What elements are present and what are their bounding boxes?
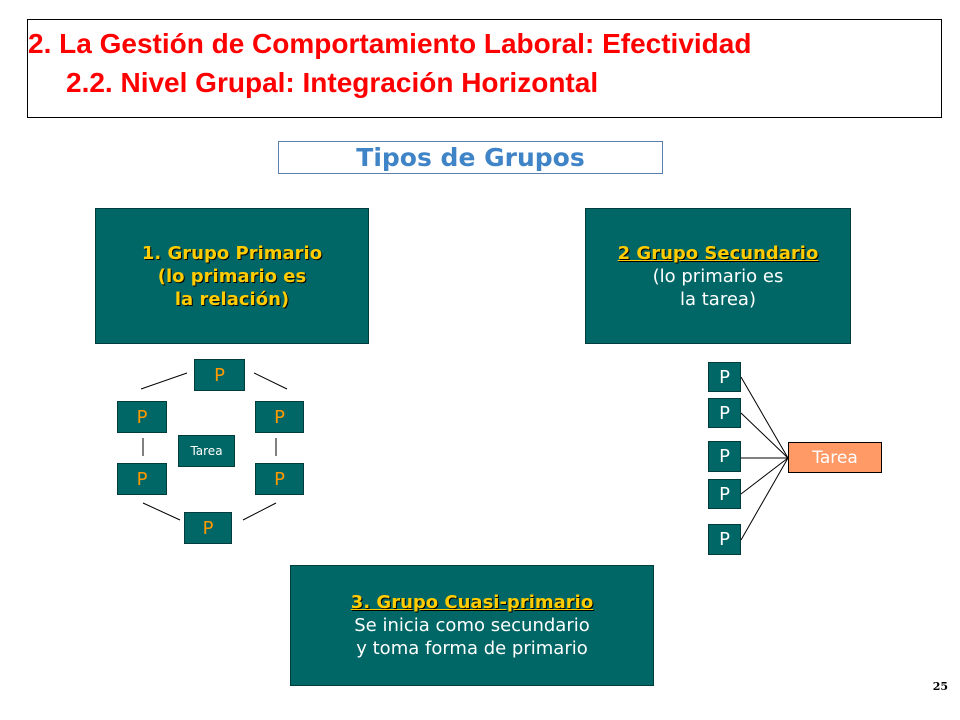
person-node-lower-right: P (255, 463, 304, 495)
group-secondary-desc-1: (lo primario es (652, 265, 784, 287)
person-node-upper-left: P (117, 401, 167, 433)
group-secondary-desc-2: la tarea) (680, 288, 756, 310)
person-node-secondary-4: P (708, 479, 741, 509)
group-secondary-name: 2 Grupo Secundario (617, 242, 819, 264)
fan-line-2 (740, 412, 789, 459)
group-quasi-name: 3. Grupo Cuasi-primario (350, 592, 594, 613)
task-node-secondary: Tarea (788, 442, 882, 473)
group-primary-desc-2: la relación) (174, 288, 290, 310)
ring-line-top-left (140, 372, 188, 390)
ring-line-top-right (253, 372, 288, 390)
title-line-1: 2. La Gestión de Comportamiento Laboral:… (28, 28, 752, 59)
person-node-secondary-2: P (708, 398, 741, 428)
group-primary-desc-1: (lo primario es (157, 265, 307, 287)
group-primary-name: 1. Grupo Primario (141, 242, 323, 264)
fan-line-1 (740, 376, 789, 459)
ring-line-bottom-right (242, 502, 277, 521)
person-node-secondary-5: P (708, 524, 741, 555)
group-secondary-box: 2 Grupo Secundario (lo primario es la ta… (585, 208, 851, 344)
group-quasi-desc-2: y toma forma de primario (356, 638, 588, 659)
person-node-lower-left: P (117, 463, 167, 495)
group-primary-box: 1. Grupo Primario (lo primario es la rel… (95, 208, 369, 344)
title-line-2: 2.2. Nivel Grupal: Integración Horizonta… (66, 67, 599, 98)
subtitle-box: Tipos de Grupos (278, 141, 663, 174)
page-number: 25 (932, 680, 948, 693)
ring-line-bottom-left (142, 502, 181, 521)
fan-line-4 (740, 457, 789, 495)
title-box: 2. La Gestión de Comportamiento Laboral:… (27, 19, 942, 118)
task-node-primary: Tarea (178, 435, 235, 467)
group-quasi-desc-1: Se inicia como secundario (354, 615, 590, 636)
fan-line-5 (740, 457, 789, 541)
person-node-top: P (194, 359, 245, 391)
person-node-secondary-3: P (708, 441, 741, 472)
group-quasi-box: 3. Grupo Cuasi-primario Se inicia como s… (290, 565, 654, 686)
person-node-secondary-1: P (708, 362, 741, 392)
person-node-upper-right: P (255, 401, 304, 433)
person-node-bottom: P (184, 512, 232, 544)
